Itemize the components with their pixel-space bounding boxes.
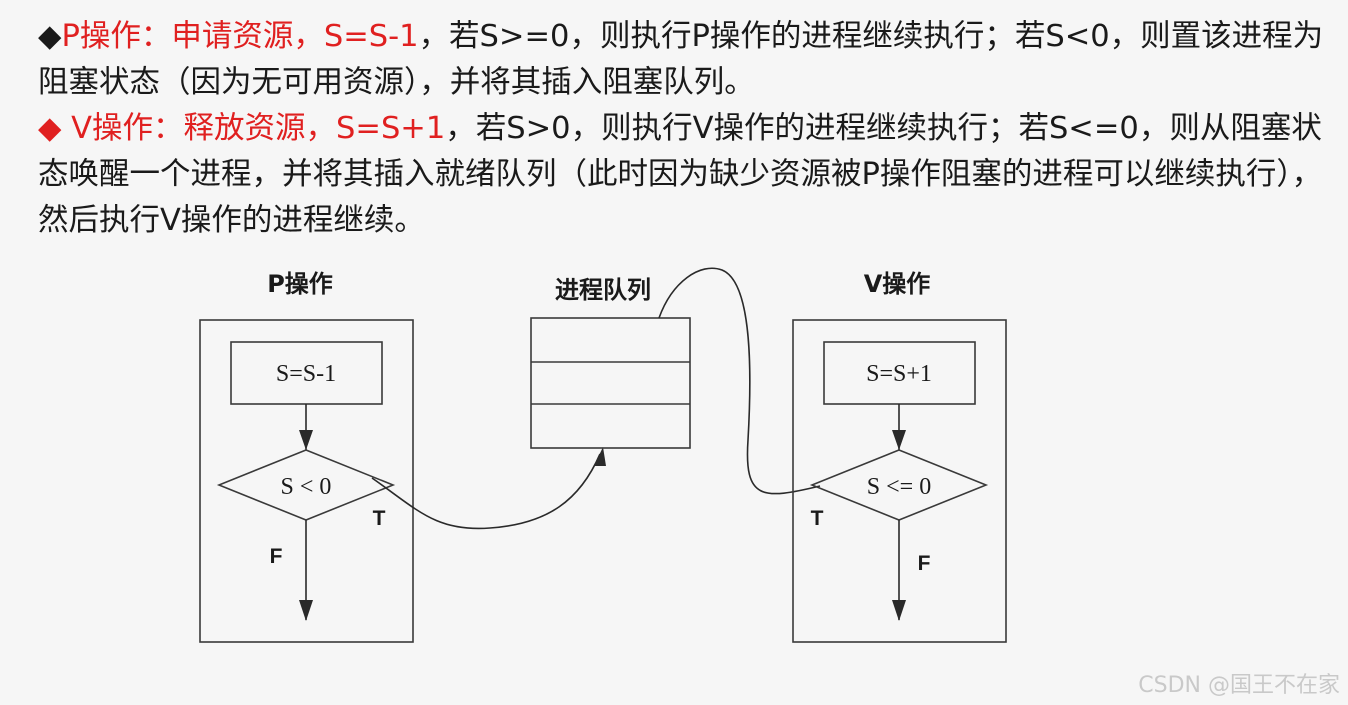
v-bullet-icon: ◆ <box>38 111 62 146</box>
p-false-arrowhead-icon <box>299 600 313 621</box>
p-operation-box <box>199 319 414 643</box>
v-operation-title: V操作 <box>864 270 931 298</box>
v-step-text: S=S+1 <box>866 361 932 387</box>
p-bullet-icon: ◆ <box>38 19 62 54</box>
queue-title: 进程队列 <box>555 276 651 304</box>
p-true-label: T <box>373 507 386 530</box>
v-operation-heading: V操作：释放资源，S=S+1 <box>61 111 446 146</box>
v-true-label: T <box>811 507 824 530</box>
v-false-label: F <box>918 552 931 575</box>
v-step-arrowhead-icon <box>892 430 906 450</box>
p-false-label: F <box>270 545 283 568</box>
watermark: CSDN @国王不在家 <box>1138 673 1340 698</box>
p-condition-text: S < 0 <box>281 474 332 500</box>
v-operation-description: ，若S>0，则执行V操作的进程继续执行；若S<=0，则从阻塞状态唤醒一个进程，并… <box>38 111 1323 238</box>
v-false-arrowhead-icon <box>892 600 906 621</box>
p-true-arrowhead-icon <box>594 447 606 466</box>
p-operation-title: P操作 <box>267 270 333 298</box>
v-condition-text: S <= 0 <box>867 474 931 500</box>
v-operation-paragraph: ◆ V操作：释放资源，S=S+1，若S>0，则执行V操作的进程继续执行；若S<=… <box>38 106 1328 244</box>
description-text: ◆P操作：申请资源，S=S-1，若S>=0，则执行P操作的进程继续执行；若S<0… <box>38 14 1328 244</box>
p-step-arrowhead-icon <box>299 430 313 450</box>
p-operation-heading: P操作：申请资源，S=S-1 <box>61 19 419 54</box>
v-operation-box <box>792 319 1007 643</box>
p-operation-paragraph: ◆P操作：申请资源，S=S-1，若S>=0，则执行P操作的进程继续执行；若S<0… <box>38 14 1328 106</box>
process-queue-box <box>530 317 691 449</box>
p-true-curve <box>371 453 601 530</box>
v-true-curve <box>658 267 821 495</box>
p-step-text: S=S-1 <box>276 361 336 387</box>
p-operation-description: ，若S>=0，则执行P操作的进程继续执行；若S<0，则置该进程为阻塞状态（因为无… <box>38 19 1324 100</box>
